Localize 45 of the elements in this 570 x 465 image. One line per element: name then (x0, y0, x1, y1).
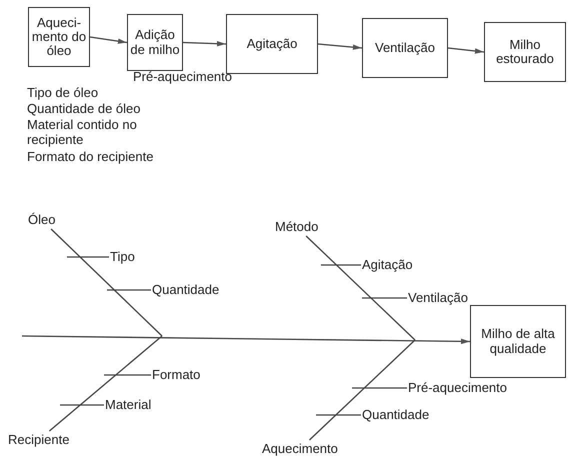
process-box (28, 7, 90, 67)
arrow (318, 43, 362, 50)
category-label: Óleo (28, 212, 56, 228)
fishbone-line (67, 256, 109, 258)
fishbone-line (321, 264, 361, 266)
box-text: Ventilação (374, 40, 436, 56)
cause-label: Pré-aquecimento (408, 380, 507, 396)
box-text: Adição de milho (129, 28, 181, 57)
process-box (470, 305, 566, 378)
process-box (484, 22, 566, 82)
cause-label: Agitação (362, 257, 413, 273)
arrow (22, 335, 470, 344)
cause-label: Quantidade (362, 407, 430, 423)
arrow (448, 47, 484, 54)
process-box (127, 14, 183, 71)
fishbone-line (362, 297, 407, 299)
arrow (90, 36, 128, 44)
fishbone-line (352, 387, 407, 389)
fishbone-line (48, 336, 162, 432)
cause-label: Material (105, 397, 152, 413)
fishbone-line (309, 340, 416, 440)
fishbone-line (50, 228, 162, 336)
box-text: Aqueci-mento do óleo (30, 16, 88, 58)
factor-note: Material contido no recipiente (27, 117, 138, 147)
factor-note: Quantidade de óleo (27, 101, 140, 116)
box-text: Agitação (246, 36, 298, 52)
factor-note: Formato do recipiente (27, 149, 154, 164)
fishbone-line (316, 414, 361, 416)
category-label: Método (275, 219, 318, 235)
arrow (182, 40, 226, 46)
cause-label: Quantidade (152, 282, 220, 298)
stage-label: Pré-aquecimento (133, 69, 232, 84)
fishbone-line (60, 404, 104, 406)
fishbone-line (104, 374, 151, 376)
factor-note: Tipo de óleo (27, 85, 98, 100)
box-text: Milho estourado (495, 38, 555, 66)
box-text: Milho de alta qualidade (480, 327, 556, 356)
category-label: Recipiente (8, 432, 70, 448)
fishbone-line (107, 289, 151, 291)
cause-label: Ventilação (408, 290, 468, 306)
cause-label: Formato (152, 367, 200, 383)
category-label: Aquecimento (262, 441, 338, 457)
process-box (362, 18, 448, 78)
fishbone-line (306, 236, 416, 340)
cause-label: Tipo (110, 249, 135, 265)
